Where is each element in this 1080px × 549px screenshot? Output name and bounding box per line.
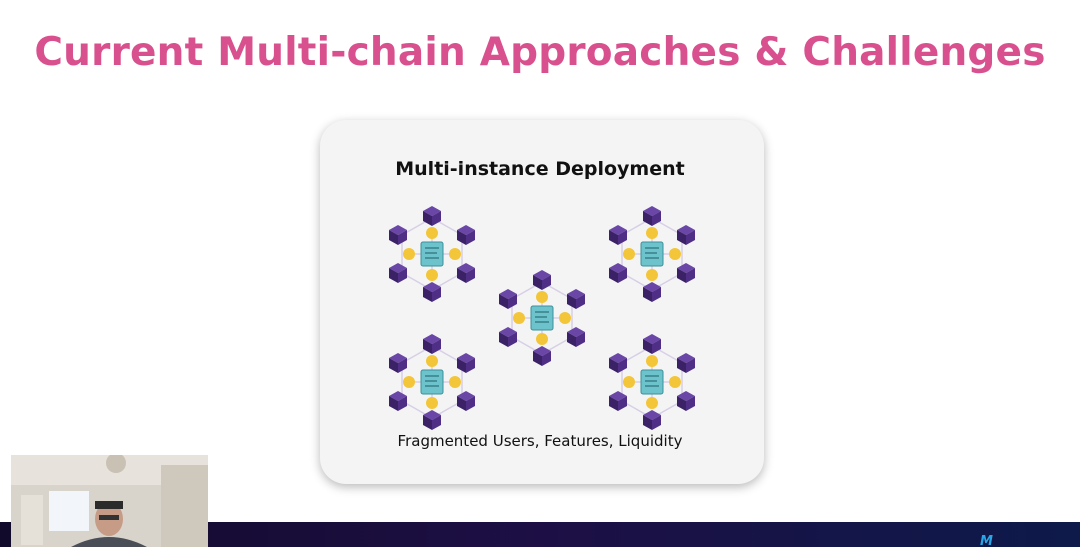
presenter-video-feed	[11, 455, 208, 547]
brand-logo-icon: M	[980, 534, 993, 549]
blockchain-network-icon	[382, 332, 482, 432]
card-title: Multi-instance Deployment	[395, 158, 685, 180]
blockchain-network-icon	[382, 204, 482, 304]
slide-title: Current Multi-chain Approaches & Challen…	[34, 30, 1046, 75]
blockchain-network-icon	[602, 332, 702, 432]
card-caption: Fragmented Users, Features, Liquidity	[397, 432, 683, 450]
blockchain-network-icon	[492, 268, 592, 368]
blockchain-network-icon	[602, 204, 702, 304]
